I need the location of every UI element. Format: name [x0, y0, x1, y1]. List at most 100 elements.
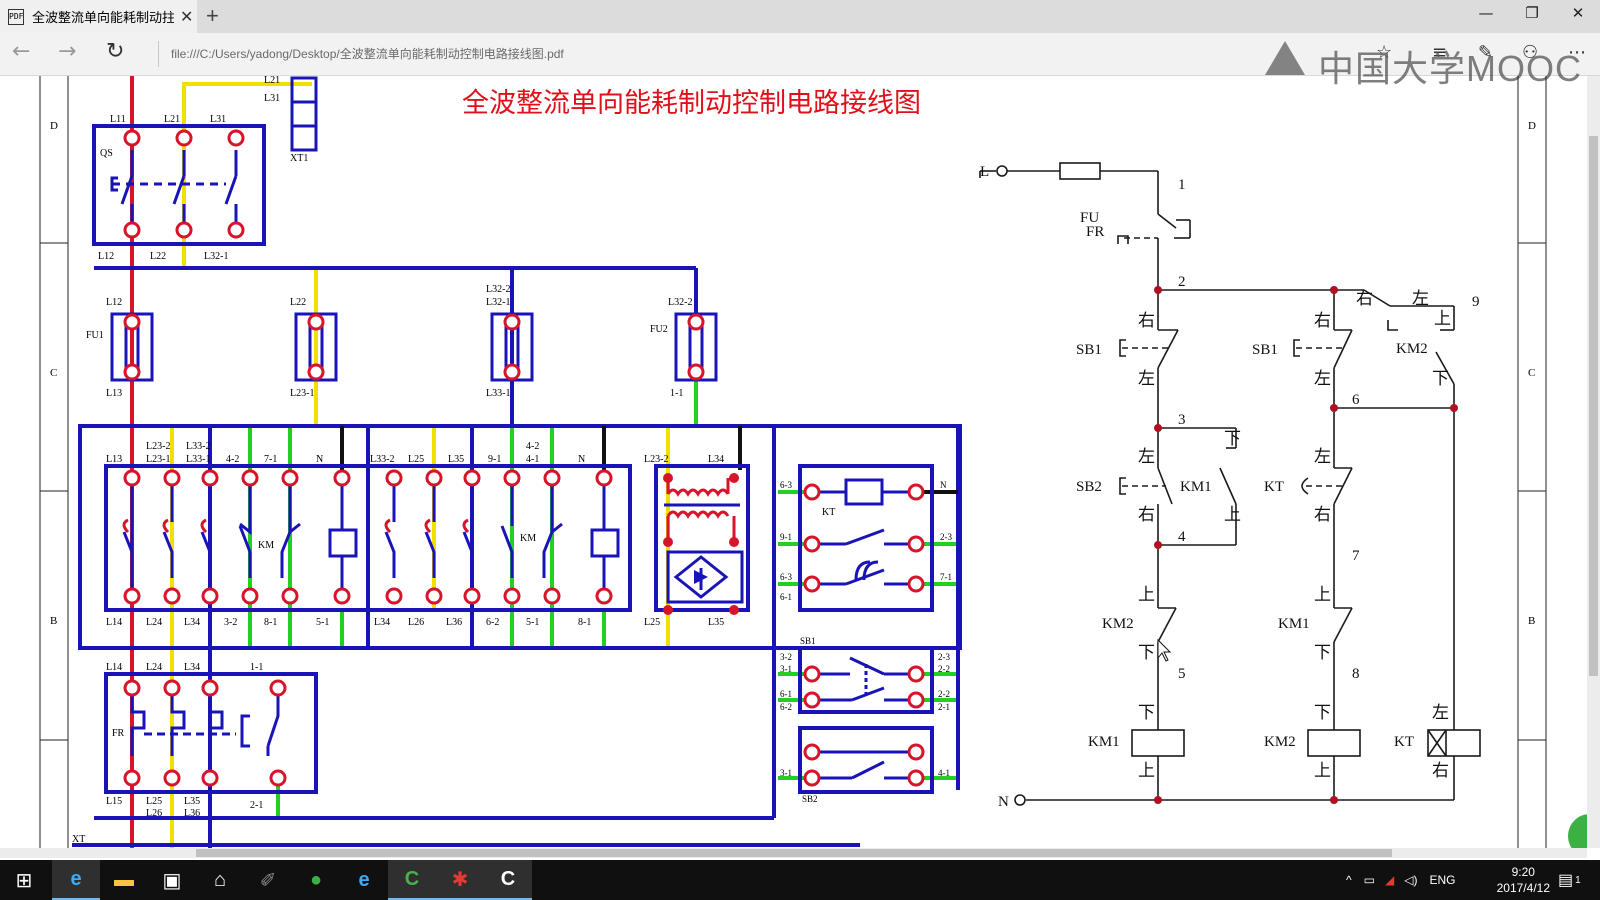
label-c2-l25: L25 [408, 454, 424, 465]
more-icon[interactable]: ⋯ [1568, 42, 1586, 63]
hub-icon[interactable]: ≡ [1432, 42, 1448, 63]
vertical-scroll-thumb[interactable] [1589, 136, 1598, 676]
pdf-page: D C B D C B 全波整流单向能耗制动控制电路接线图 [0, 75, 1600, 858]
node-5: 5 [1178, 666, 1186, 682]
label-shang-4: 上 [1434, 309, 1451, 328]
store-icon[interactable]: ▣ [162, 869, 182, 892]
label-qs-l12: L12 [98, 251, 114, 262]
edge-browser-icon[interactable]: e [52, 860, 100, 900]
pen-app-icon[interactable]: ✐ [259, 869, 277, 892]
node-3: 3 [1178, 412, 1186, 428]
home-icon[interactable]: ⌂ [213, 868, 227, 891]
recorder-app-icon[interactable]: ✱ [436, 860, 484, 900]
address-bar[interactable]: file:///C:/Users/yadong/Desktop/全波整流单向能耗… [158, 41, 1251, 67]
label-km2-contact: KM2 [1396, 341, 1428, 357]
file-explorer-icon[interactable]: ▬ [114, 868, 134, 891]
circuit-drawing: D C B D C B 全波整流单向能耗制动控制电路接线图 [39, 75, 1600, 858]
new-tab-button[interactable]: + [206, 3, 219, 28]
share-icon[interactable]: ⚇ [1522, 42, 1539, 63]
xt1-terminal [290, 76, 318, 152]
label-c2-l36: L36 [446, 617, 462, 628]
label-n: N [998, 794, 1009, 810]
notification-count: 1 [1575, 874, 1581, 886]
frame-row-d-left: D [50, 120, 58, 132]
favorite-star-icon[interactable]: ☆ [1376, 42, 1393, 63]
forward-arrow-icon[interactable]: → [58, 39, 77, 64]
label-c2-l35: L35 [448, 454, 464, 465]
minimize-button[interactable]: — [1478, 4, 1494, 22]
fr-overload-relay [104, 672, 318, 794]
start-windows-icon[interactable]: ⊞ [15, 869, 33, 892]
floating-badge-icon[interactable] [1568, 814, 1600, 858]
clock-time: 9:20 [1511, 865, 1535, 879]
refresh-icon[interactable]: ↻ [106, 39, 125, 64]
label-fu1: FU1 [86, 330, 104, 341]
label-c2-l33-2: L33-2 [370, 454, 394, 465]
sb2-button-box [798, 726, 934, 794]
mouse-cursor-icon [1157, 638, 1172, 662]
label-sb1-2-2a: 2-2 [938, 664, 950, 674]
back-arrow-icon[interactable]: ← [12, 39, 31, 64]
label-xia-2: 下 [1138, 643, 1155, 662]
notification-icon[interactable]: ▤1 [1558, 872, 1581, 889]
window-close-button[interactable]: ✕ [1571, 4, 1585, 22]
ie-browser-icon[interactable]: e [358, 868, 370, 891]
label-kt-n: N [940, 480, 947, 490]
label-l31-top: L31 [264, 93, 280, 104]
label-rect-l35: L35 [708, 617, 724, 628]
label-sb1-3-1: 3-1 [780, 664, 792, 674]
label-fr-l34: L34 [184, 662, 200, 673]
label-fuse-l22: L22 [290, 297, 306, 308]
green-app-icon[interactable]: ● [309, 868, 323, 891]
web-note-icon[interactable]: ✎ [1478, 42, 1494, 63]
label-c1-5-1: 5-1 [316, 617, 329, 628]
label-you-2: 右 [1138, 505, 1155, 524]
browser-tab[interactable]: PDF 全波整流单向能耗制动拄 ✕ [0, 0, 197, 33]
tray-chevron-icon[interactable]: ^ [1346, 873, 1352, 887]
label-fr-l14: L14 [106, 662, 122, 673]
node-9: 9 [1472, 294, 1480, 310]
kt-relay [798, 464, 934, 612]
label-fr-l24: L24 [146, 662, 162, 673]
label-sb1-6-2: 6-2 [780, 702, 792, 712]
label-qs-l22: L22 [150, 251, 166, 262]
label-kt-7-1: 7-1 [940, 572, 952, 582]
label-rect-l25: L25 [644, 617, 660, 628]
tab-bar: PDF 全波整流单向能耗制动拄 ✕ + — ❐ ✕ [0, 0, 1600, 33]
node-6: 6 [1352, 392, 1360, 408]
clock-date: 2017/4/12 [1496, 881, 1550, 895]
horizontal-scroll-thumb[interactable] [196, 849, 1392, 857]
vertical-scrollbar[interactable] [1587, 76, 1600, 848]
label-sb1-6-1: 6-1 [780, 689, 792, 699]
label-c2-4-1: 4-1 [526, 454, 539, 465]
label-shang-1: 上 [1224, 505, 1241, 524]
close-tab-icon[interactable]: ✕ [180, 8, 194, 26]
label-c2-5-1: 5-1 [526, 617, 539, 628]
sb1-button-box [798, 646, 934, 714]
label-sb2-4-1: 4-1 [938, 768, 950, 778]
label-zuo-2: 左 [1138, 447, 1155, 466]
camtasia-editor-icon[interactable]: C [484, 860, 532, 900]
label-you-1: 右 [1138, 311, 1155, 330]
mooc-logo-icon [1265, 41, 1305, 75]
label-sb2-box: SB2 [802, 794, 818, 804]
horizontal-scrollbar[interactable] [0, 848, 1587, 858]
label-c1-l13: L13 [106, 454, 122, 465]
volume-icon[interactable]: ◁) [1404, 873, 1418, 887]
label-you-4: 右 [1356, 289, 1373, 308]
label-rect-l34: L34 [708, 454, 724, 465]
language-indicator[interactable]: ENG [1429, 873, 1456, 887]
label-km2-coil: KM2 [1264, 734, 1296, 750]
restore-button[interactable]: ❐ [1525, 4, 1539, 22]
label-c1-l23-2: L23-2 [146, 441, 170, 452]
frame-row-c-right: C [1528, 367, 1535, 379]
camtasia-icon[interactable]: C [388, 860, 436, 900]
label-you-3: 右 [1314, 311, 1331, 330]
label-shang-6: 上 [1314, 761, 1331, 780]
network-icon[interactable]: ◢ [1384, 873, 1395, 887]
label-shang-3: 上 [1138, 761, 1155, 780]
label-c1-l24: L24 [146, 617, 162, 628]
battery-icon[interactable]: ▭ [1363, 873, 1375, 887]
clock[interactable]: 9:20 2017/4/12 [1497, 864, 1550, 896]
label-kt-contact: KT [1264, 479, 1284, 495]
